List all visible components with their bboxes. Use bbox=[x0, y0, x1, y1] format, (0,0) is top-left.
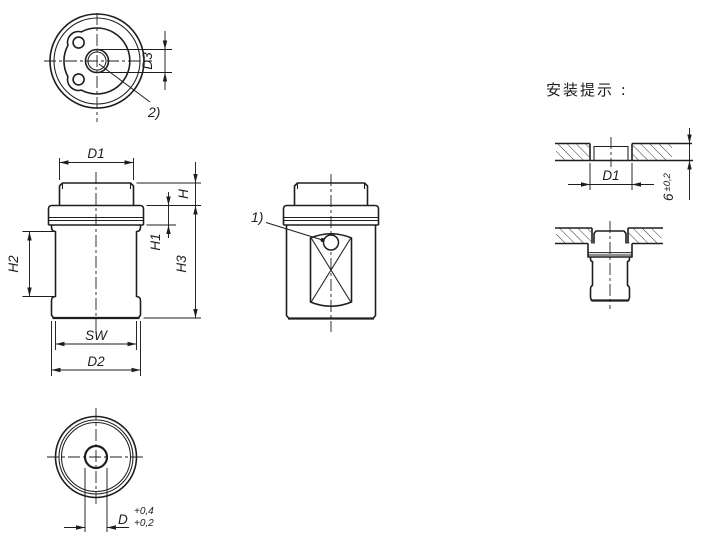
label-h2: H2 bbox=[6, 255, 21, 273]
label-d1: D1 bbox=[87, 146, 104, 161]
set-screw bbox=[322, 234, 340, 251]
hatch-left bbox=[556, 144, 589, 160]
bottom-view: D +0,4 +0,2 bbox=[47, 408, 154, 532]
side-view: 1) bbox=[251, 174, 380, 332]
label-bore-tol-upper: +0,4 bbox=[134, 506, 154, 517]
label-h: H bbox=[176, 189, 191, 199]
top-view: D3 2) bbox=[44, 13, 172, 122]
label-bore-d: D bbox=[118, 512, 128, 527]
cam-contour bbox=[63, 27, 131, 95]
label-h1: H1 bbox=[148, 233, 163, 250]
hatch-left2 bbox=[556, 228, 591, 243]
dimension-d2: D2 bbox=[51, 321, 141, 376]
pin-hole-top bbox=[72, 36, 85, 49]
plate-thickness-tolerance: ±0,2 bbox=[662, 172, 673, 191]
cap bbox=[293, 182, 369, 206]
flange bbox=[47, 204, 145, 225]
installation-note: 安装提示 : D1 6 ±0,2 bbox=[546, 81, 693, 309]
flange bbox=[282, 204, 380, 225]
plate-thickness-value: 6 bbox=[661, 193, 676, 201]
hatch-right bbox=[633, 144, 672, 160]
pin-hole-bottom bbox=[72, 73, 85, 86]
label-d2: D2 bbox=[87, 354, 105, 369]
label-install-d1: D1 bbox=[602, 168, 619, 183]
clamping-window bbox=[309, 232, 353, 308]
center-bore bbox=[84, 48, 110, 74]
callout-1: 1) bbox=[251, 209, 325, 242]
callout-1-label: 1) bbox=[251, 209, 263, 225]
front-view: D1 H H1 H3 H2 bbox=[6, 146, 201, 376]
dimension-h2: H2 bbox=[6, 231, 54, 297]
label-sw: SW bbox=[85, 328, 108, 343]
dimension-sw: SW bbox=[55, 321, 137, 350]
callout-2-label: 2) bbox=[147, 104, 160, 120]
dimension-h-h1-h3: H H1 H3 bbox=[136, 162, 201, 319]
label-h3: H3 bbox=[174, 255, 189, 273]
dimension-bore: D +0,4 +0,2 bbox=[64, 468, 154, 532]
install-mounted-section bbox=[555, 221, 663, 309]
dimension-d3: D3 bbox=[100, 31, 172, 90]
through-bore bbox=[83, 444, 109, 470]
hatch-right2 bbox=[628, 228, 662, 243]
label-d3: D3 bbox=[140, 52, 155, 70]
label-bore-tol-lower: +0,2 bbox=[134, 518, 154, 529]
install-hole-section: D1 6 ±0,2 bbox=[555, 128, 693, 201]
dimension-d1: D1 bbox=[59, 146, 134, 180]
label-plate-thickness: 6 ±0,2 bbox=[661, 172, 676, 201]
callout-2: 2) bbox=[98, 63, 160, 120]
installation-heading: 安装提示 : bbox=[546, 81, 628, 99]
cap bbox=[58, 182, 135, 206]
